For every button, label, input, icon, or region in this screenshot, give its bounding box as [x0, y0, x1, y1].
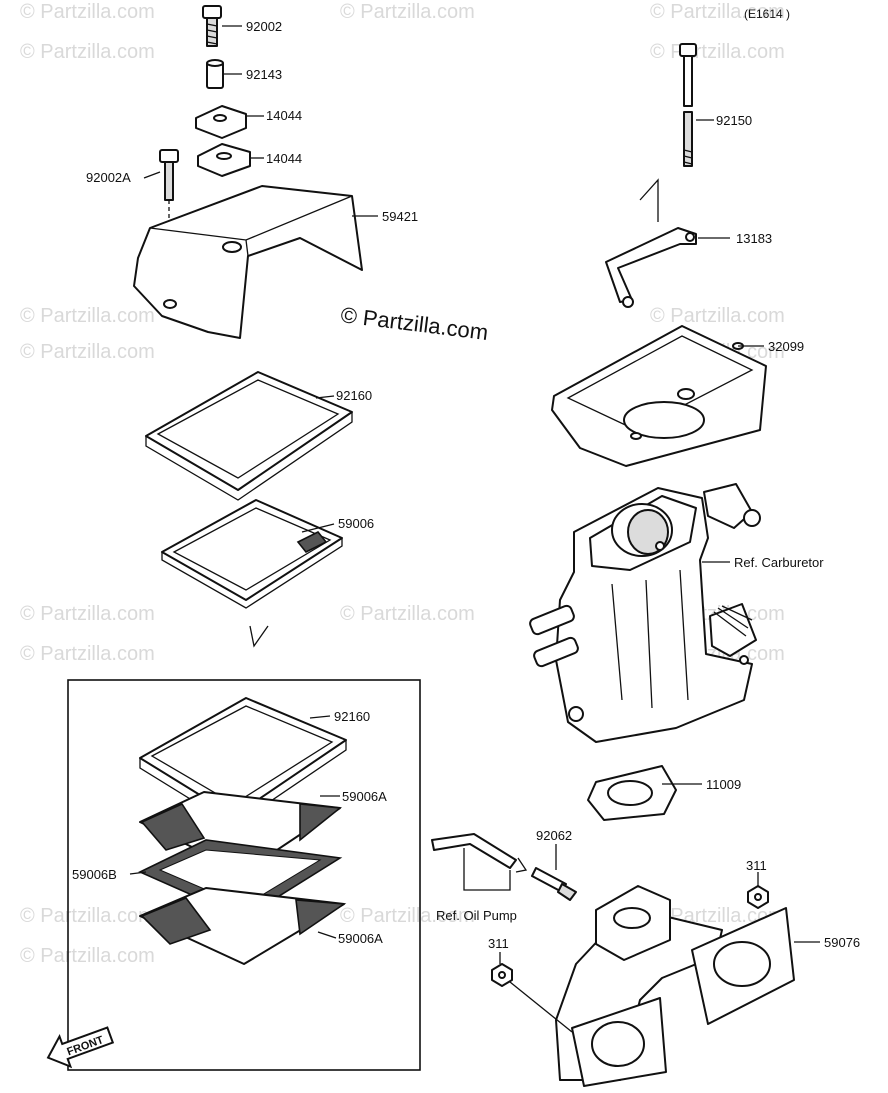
- bracket-13183-part: [605, 227, 697, 308]
- part-number-label: 59006B: [72, 867, 117, 882]
- collar-92143-part: [206, 59, 224, 89]
- fitting-92062-part: [531, 867, 577, 901]
- diagram-code: (E1614 ): [744, 7, 790, 21]
- watermark: © Partzilla.com: [20, 341, 155, 363]
- leader-lines: [129, 25, 820, 1033]
- part-number-label: 59006A: [342, 789, 387, 804]
- watermark: © Partzilla.com: [20, 41, 155, 63]
- kit-box: [67, 679, 421, 1071]
- arrow-mark: [249, 625, 269, 648]
- part-number-label: 92150: [716, 113, 752, 128]
- watermark: © Partzilla.com: [650, 41, 785, 63]
- watermark: © Partzilla.com: [20, 945, 155, 967]
- front-arrow: FRONT: [46, 1026, 115, 1069]
- watermark: © Partzilla.com: [20, 305, 155, 327]
- nut-311-left-part: [491, 963, 513, 987]
- watermark: © Partzilla.com: [20, 643, 155, 665]
- watermark: © Partzilla.com: [340, 603, 475, 625]
- filter-59006-part: [161, 499, 343, 609]
- carburetor-part: [529, 483, 761, 743]
- watermark: © Partzilla.com: [20, 905, 155, 927]
- part-number-label: 59006A: [338, 931, 383, 946]
- part-number-label: 14044: [266, 108, 302, 123]
- part-number-label: 59076: [824, 935, 860, 950]
- part-number-label: 311: [746, 858, 767, 873]
- gasket-11009-part: [587, 765, 677, 821]
- watermark: © Partzilla.com: [340, 1, 475, 23]
- part-number-label: 92002A: [86, 170, 131, 185]
- manifold-59076-part: [555, 885, 795, 1087]
- cover-59421-part: [133, 185, 363, 339]
- watermark: © Partzilla.com: [650, 1, 785, 23]
- watermark: © Partzilla.com: [340, 905, 475, 927]
- screen-bottom-part: [139, 887, 347, 965]
- reference-label: Ref. Carburetor: [734, 555, 824, 570]
- bolt-92002-part: [202, 5, 222, 47]
- oil-pump-hose-part: [431, 833, 528, 873]
- part-number-label: 92062: [536, 828, 572, 843]
- nut-311-right-part: [747, 885, 769, 909]
- callout-labels: 92002 92143 14044 14044 92002A 59421 921…: [72, 19, 860, 951]
- part-number-label: 92002: [246, 19, 282, 34]
- clamp-upper-part: [195, 105, 247, 139]
- watermark: © Partzilla.com: [20, 1, 155, 23]
- part-number-label: 59421: [382, 209, 418, 224]
- copyright-label: © Partzilla.com: [339, 302, 489, 345]
- part-number-label: 92160: [336, 388, 372, 403]
- watermarks: © Partzilla.com © Partzilla.com © Partzi…: [20, 1, 785, 967]
- part-number-label: 14044: [266, 151, 302, 166]
- part-number-label: 92160: [334, 709, 370, 724]
- base-32099-part: [551, 325, 767, 467]
- bolt-92150-part: [679, 43, 697, 167]
- part-number-label: 311: [488, 936, 509, 951]
- clamp-lower-part: [197, 143, 251, 177]
- part-number-label: 59006: [338, 516, 374, 531]
- watermark: © Partzilla.com: [20, 603, 155, 625]
- part-number-label: 32099: [768, 339, 804, 354]
- arrow-mark: [639, 178, 659, 222]
- part-number-label: 92143: [246, 67, 282, 82]
- watermark: © Partzilla.com: [650, 305, 785, 327]
- reference-label: Ref. Oil Pump: [436, 908, 517, 923]
- part-number-label: 11009: [706, 777, 741, 792]
- part-number-label: 13183: [736, 231, 772, 246]
- gasket-92160-part: [145, 371, 353, 501]
